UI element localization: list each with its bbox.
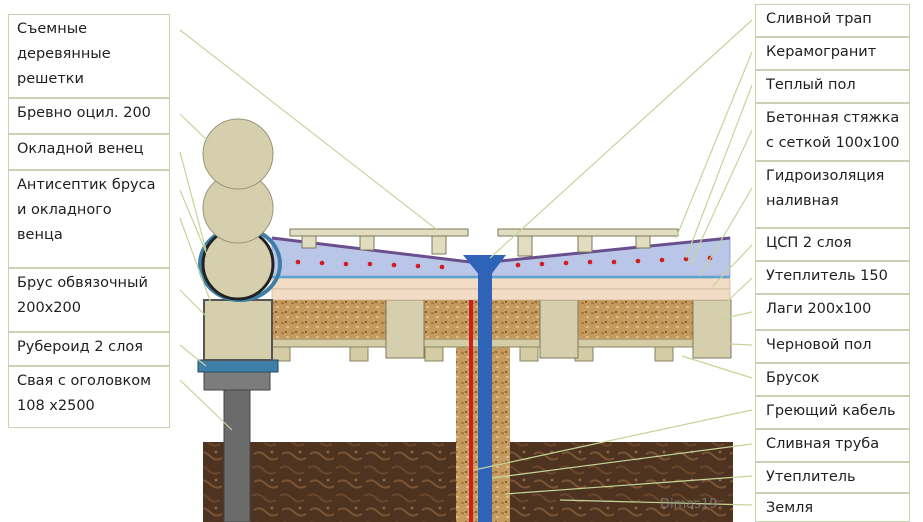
insulation-150 <box>272 300 730 339</box>
label-screed: Бетонная стяжка с сеткой 100х100 <box>755 103 910 161</box>
label-heating-cable: Греющий кабель <box>755 396 910 429</box>
bar-block <box>271 346 291 362</box>
label-roofing-felt: Рубероид 2 слоя <box>8 332 170 366</box>
roofing-felt <box>197 359 279 373</box>
pile <box>223 387 251 522</box>
joist <box>385 299 425 359</box>
leader-lines-right <box>473 19 753 506</box>
label-joists: Лаги 200х100 <box>755 294 910 330</box>
joist <box>539 299 579 359</box>
label-porcelain-tile: Керамогранит <box>755 37 910 70</box>
label-drain-trap: Сливной трап <box>755 4 910 37</box>
pile-cap <box>203 371 271 391</box>
label-insulation: Утеплитель <box>755 462 910 493</box>
csp-layer <box>271 277 731 290</box>
label-drain-pipe: Сливная труба <box>755 429 910 462</box>
drain-funnel <box>463 255 506 276</box>
bar-block <box>654 346 674 362</box>
label-removable-gratings: Съемные деревянные решетки <box>8 14 170 98</box>
base-beam <box>203 299 273 361</box>
label-subfloor: Черновой пол <box>755 330 910 363</box>
round-log <box>202 118 274 190</box>
subfloor-board <box>271 338 731 348</box>
drain-pipe <box>478 270 492 522</box>
label-csp: ЦСП 2 слоя <box>755 228 910 261</box>
label-pile: Свая с оголовком 108 х2500 <box>8 366 170 428</box>
heating-dots <box>295 255 713 270</box>
joist <box>692 299 732 359</box>
label-base-crown: Окладной венец <box>8 134 170 170</box>
csp-layer <box>271 288 731 301</box>
label-base-beam: Брус обвязочный 200х200 <box>8 268 170 332</box>
label-insulation-150: Утеплитель 150 <box>755 261 910 294</box>
wooden-gratings <box>289 228 679 257</box>
label-bar: Брусок <box>755 363 910 396</box>
label-heated-floor: Теплый пол <box>755 70 910 103</box>
label-round-log: Бревно оцил. 200 <box>8 98 170 134</box>
bar-block <box>349 346 369 362</box>
label-waterproofing: Гидроизоляция наливная <box>755 161 910 228</box>
heating-cable <box>469 300 473 522</box>
watermark: Dimas19 <box>660 497 718 512</box>
label-soil: Земля <box>755 493 910 522</box>
label-antiseptic: Антисептик бруса и окладного венца <box>8 170 170 268</box>
bar-block <box>424 346 444 362</box>
bar-block <box>519 346 539 362</box>
leader-lines-left <box>179 29 437 431</box>
